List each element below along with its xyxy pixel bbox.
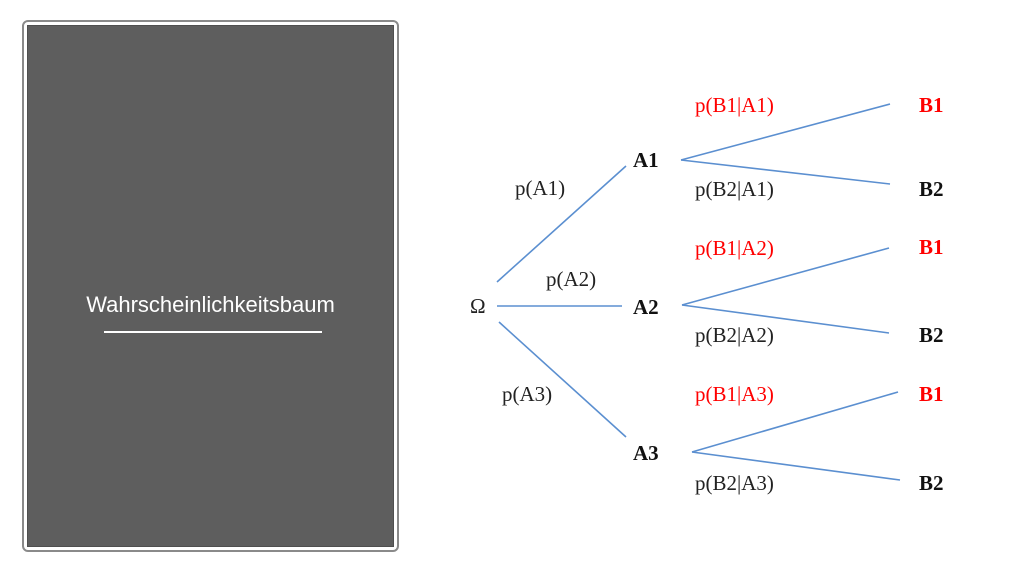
node-a3: A3 [633, 441, 659, 465]
title-panel-inner: Wahrscheinlichkeitsbaum [27, 25, 394, 547]
edge-label-b2-a1: p(B2|A1) [695, 177, 774, 201]
node-b2-under-a1: B2 [919, 177, 944, 201]
node-b1-under-a3: B1 [919, 382, 944, 406]
node-a1: A1 [633, 148, 659, 172]
edge-label-b1-a2: p(B1|A2) [695, 236, 774, 260]
root-node-omega: Ω [470, 294, 486, 318]
edge-a1-b2 [680, 159, 891, 185]
title-underline [104, 331, 322, 333]
edge-a2-b2 [681, 304, 890, 334]
node-b2-under-a2: B2 [919, 323, 944, 347]
node-b2-under-a3: B2 [919, 471, 944, 495]
edge-root-a1 [496, 165, 627, 283]
edge-root-a3 [498, 321, 627, 438]
edge-label-b2-a2: p(B2|A2) [695, 323, 774, 347]
slide-title: Wahrscheinlichkeitsbaum [86, 292, 335, 317]
edge-a3-b1 [691, 391, 899, 453]
node-a2: A2 [633, 295, 659, 319]
edge-a2-b1 [681, 247, 890, 306]
edge-label-b1-a1: p(B1|A1) [695, 93, 774, 117]
edge-label-a3: p(A3) [502, 382, 552, 406]
edge-label-a1: p(A1) [515, 176, 565, 200]
node-b1-under-a2: B1 [919, 235, 944, 259]
edge-label-a2: p(A2) [546, 267, 596, 291]
edge-a3-b2 [691, 451, 901, 481]
edge-label-b2-a3: p(B2|A3) [695, 471, 774, 495]
edge-label-b1-a3: p(B1|A3) [695, 382, 774, 406]
title-panel: Wahrscheinlichkeitsbaum [22, 20, 399, 552]
edge-a1-b1 [680, 103, 891, 161]
node-b1-under-a1: B1 [919, 93, 944, 117]
